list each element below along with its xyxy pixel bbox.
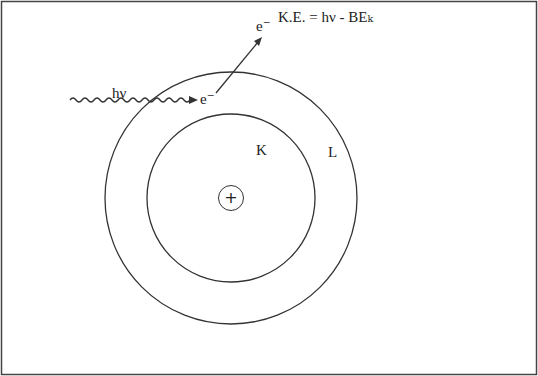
nucleus-sign: + — [224, 190, 237, 206]
electron-label: e⁻ — [200, 90, 215, 108]
l-shell — [105, 72, 357, 324]
kinetic-energy-equation: K.E. = hν - BEₖ — [278, 8, 373, 26]
nucleus-circle: + — [218, 185, 244, 211]
photon-arrowhead — [189, 96, 198, 104]
electron-arrowhead — [254, 37, 262, 46]
shell-label: L — [328, 143, 337, 161]
photon-wave — [70, 98, 190, 102]
shell-label: K — [256, 141, 267, 159]
ejected-electron-label: e⁻ — [256, 17, 271, 35]
photon-label: hν — [112, 84, 126, 102]
k-shell — [147, 114, 315, 282]
electron-path — [216, 42, 258, 93]
